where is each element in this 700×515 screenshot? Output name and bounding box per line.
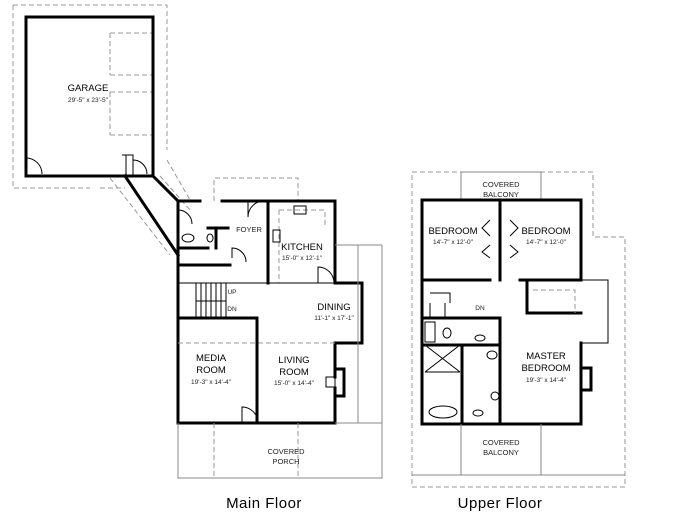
bottom-balcony-label-1: COVERED bbox=[482, 438, 520, 447]
toilet-icon bbox=[181, 233, 195, 243]
media-room-label-2: ROOM bbox=[196, 365, 226, 376]
bathtub-icon bbox=[428, 405, 458, 419]
tub-icon bbox=[424, 321, 436, 343]
upper-floor-caption: Upper Floor bbox=[458, 495, 543, 512]
kitchen-dims: 15'-0" x 12'-1" bbox=[282, 255, 323, 262]
stair-down-label: DN bbox=[227, 306, 237, 313]
front-door-swing bbox=[247, 200, 265, 218]
upper-stairs bbox=[429, 292, 478, 319]
sink-icon bbox=[206, 233, 214, 243]
shower-icon bbox=[424, 344, 461, 373]
dining-bay-walls bbox=[333, 281, 364, 345]
kitchen-walls bbox=[266, 199, 337, 285]
bedroom-walls bbox=[420, 278, 583, 315]
kitchen-counter bbox=[278, 209, 326, 283]
porch-label-1: COVERED bbox=[267, 447, 305, 456]
top-balcony bbox=[460, 171, 542, 200]
dining-label: DINING bbox=[317, 302, 350, 313]
fireplace bbox=[333, 367, 346, 398]
master-fireplace bbox=[579, 366, 593, 392]
wraparound-porch bbox=[177, 244, 383, 479]
kitchen-label: KITCHEN bbox=[281, 242, 323, 253]
powder-room-walls bbox=[176, 226, 232, 267]
master-dims: 19'-3" x 14'-4" bbox=[526, 377, 567, 384]
bedroom-right-dims: 14'-7" x 12'-0" bbox=[526, 239, 567, 246]
sink-icon-3 bbox=[472, 409, 484, 417]
media-room-dims: 19'-3" x 14'-4" bbox=[191, 379, 232, 386]
main-walls bbox=[176, 199, 337, 425]
cooktop-icon bbox=[272, 229, 281, 243]
garage-door-swing bbox=[25, 157, 43, 175]
top-balcony-label-1: COVERED bbox=[482, 180, 520, 189]
upper-stair-down-label: DN bbox=[475, 305, 485, 312]
upper-floor-plan: DN COVERED BALCONY BEDROOM 14'-7" x 12'-… bbox=[411, 171, 626, 512]
media-room-label-1: MEDIA bbox=[196, 353, 227, 364]
garage-label: GARAGE bbox=[68, 83, 109, 94]
sink-icon-2 bbox=[490, 391, 500, 401]
kitchen-sink-icon bbox=[293, 205, 307, 215]
closet-door-swing bbox=[231, 247, 247, 263]
living-room-dims: 15'-0" x 14'-4" bbox=[274, 380, 315, 387]
porch-roof-line bbox=[213, 423, 299, 478]
toilet-icon bbox=[442, 327, 452, 339]
foyer-label: FOYER bbox=[236, 225, 262, 234]
kitchen-door-swing bbox=[317, 266, 335, 284]
main-floor-caption: Main Floor bbox=[226, 495, 302, 512]
fireplace-hearth bbox=[325, 376, 336, 388]
garage-dims: 29'-5" x 23'-5" bbox=[68, 97, 109, 104]
bottom-balcony bbox=[412, 424, 625, 476]
dining-dims: 11'-1" x 17'-1" bbox=[314, 315, 354, 322]
breezeway-outline bbox=[100, 175, 191, 256]
upper-roof-outline bbox=[411, 171, 626, 488]
master-closet-outline bbox=[533, 289, 576, 313]
bedroom-left-dims: 14'-7" x 12'-0" bbox=[433, 239, 474, 246]
garage-overhang bbox=[12, 4, 191, 201]
main-stairs bbox=[178, 282, 358, 318]
garage-steps bbox=[122, 154, 148, 176]
bedroom-left-label: BEDROOM bbox=[428, 226, 477, 237]
toilet-icon-2 bbox=[486, 350, 498, 360]
top-balcony-label-2: BALCONY bbox=[483, 190, 519, 199]
breezeway-walls bbox=[122, 173, 181, 258]
master-label-1: MASTER bbox=[526, 351, 566, 362]
master-bay bbox=[581, 279, 609, 344]
main-floor-plan: UP DN GARAGE 29'-5" x 23'-5" FOYER KITCH… bbox=[12, 4, 383, 512]
sink-icon bbox=[474, 334, 486, 342]
porch-label-2: PORCH bbox=[272, 457, 299, 466]
master-label-2: BEDROOM bbox=[521, 363, 570, 374]
media-room-walls bbox=[176, 316, 259, 425]
living-room-label-1: LIVING bbox=[278, 355, 309, 366]
closet-doors bbox=[481, 219, 519, 259]
garage-parking-outline bbox=[109, 32, 153, 136]
bath-walls bbox=[420, 316, 502, 426]
bedroom-right-label: BEDROOM bbox=[521, 226, 570, 237]
living-room-label-2: ROOM bbox=[279, 367, 309, 378]
entry-overhang bbox=[213, 177, 299, 201]
stair-up-label: UP bbox=[227, 289, 236, 296]
media-door-swing bbox=[241, 406, 259, 424]
breezeway-door-swing bbox=[177, 209, 193, 225]
bottom-balcony-label-2: BALCONY bbox=[483, 448, 519, 457]
